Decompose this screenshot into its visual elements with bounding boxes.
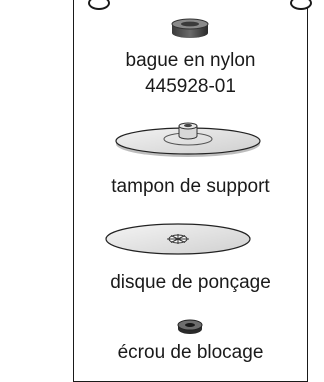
- backing-pad-icon: [115, 122, 261, 157]
- sanding-disc-icon: [105, 223, 251, 255]
- lock-nut-label: écrou de blocage: [117, 342, 264, 363]
- nylon-ring-icon: [171, 18, 209, 38]
- nylon-ring-part-number: 445928-01: [145, 76, 236, 97]
- top-fragment-right: [290, 0, 312, 10]
- lock-nut-icon: [177, 319, 203, 334]
- backing-pad-label: tampon de support: [111, 176, 270, 197]
- sanding-disc-label: disque de ponçage: [110, 272, 271, 293]
- nylon-ring-label: bague en nylon: [125, 50, 256, 71]
- top-fragment-left: [88, 0, 110, 10]
